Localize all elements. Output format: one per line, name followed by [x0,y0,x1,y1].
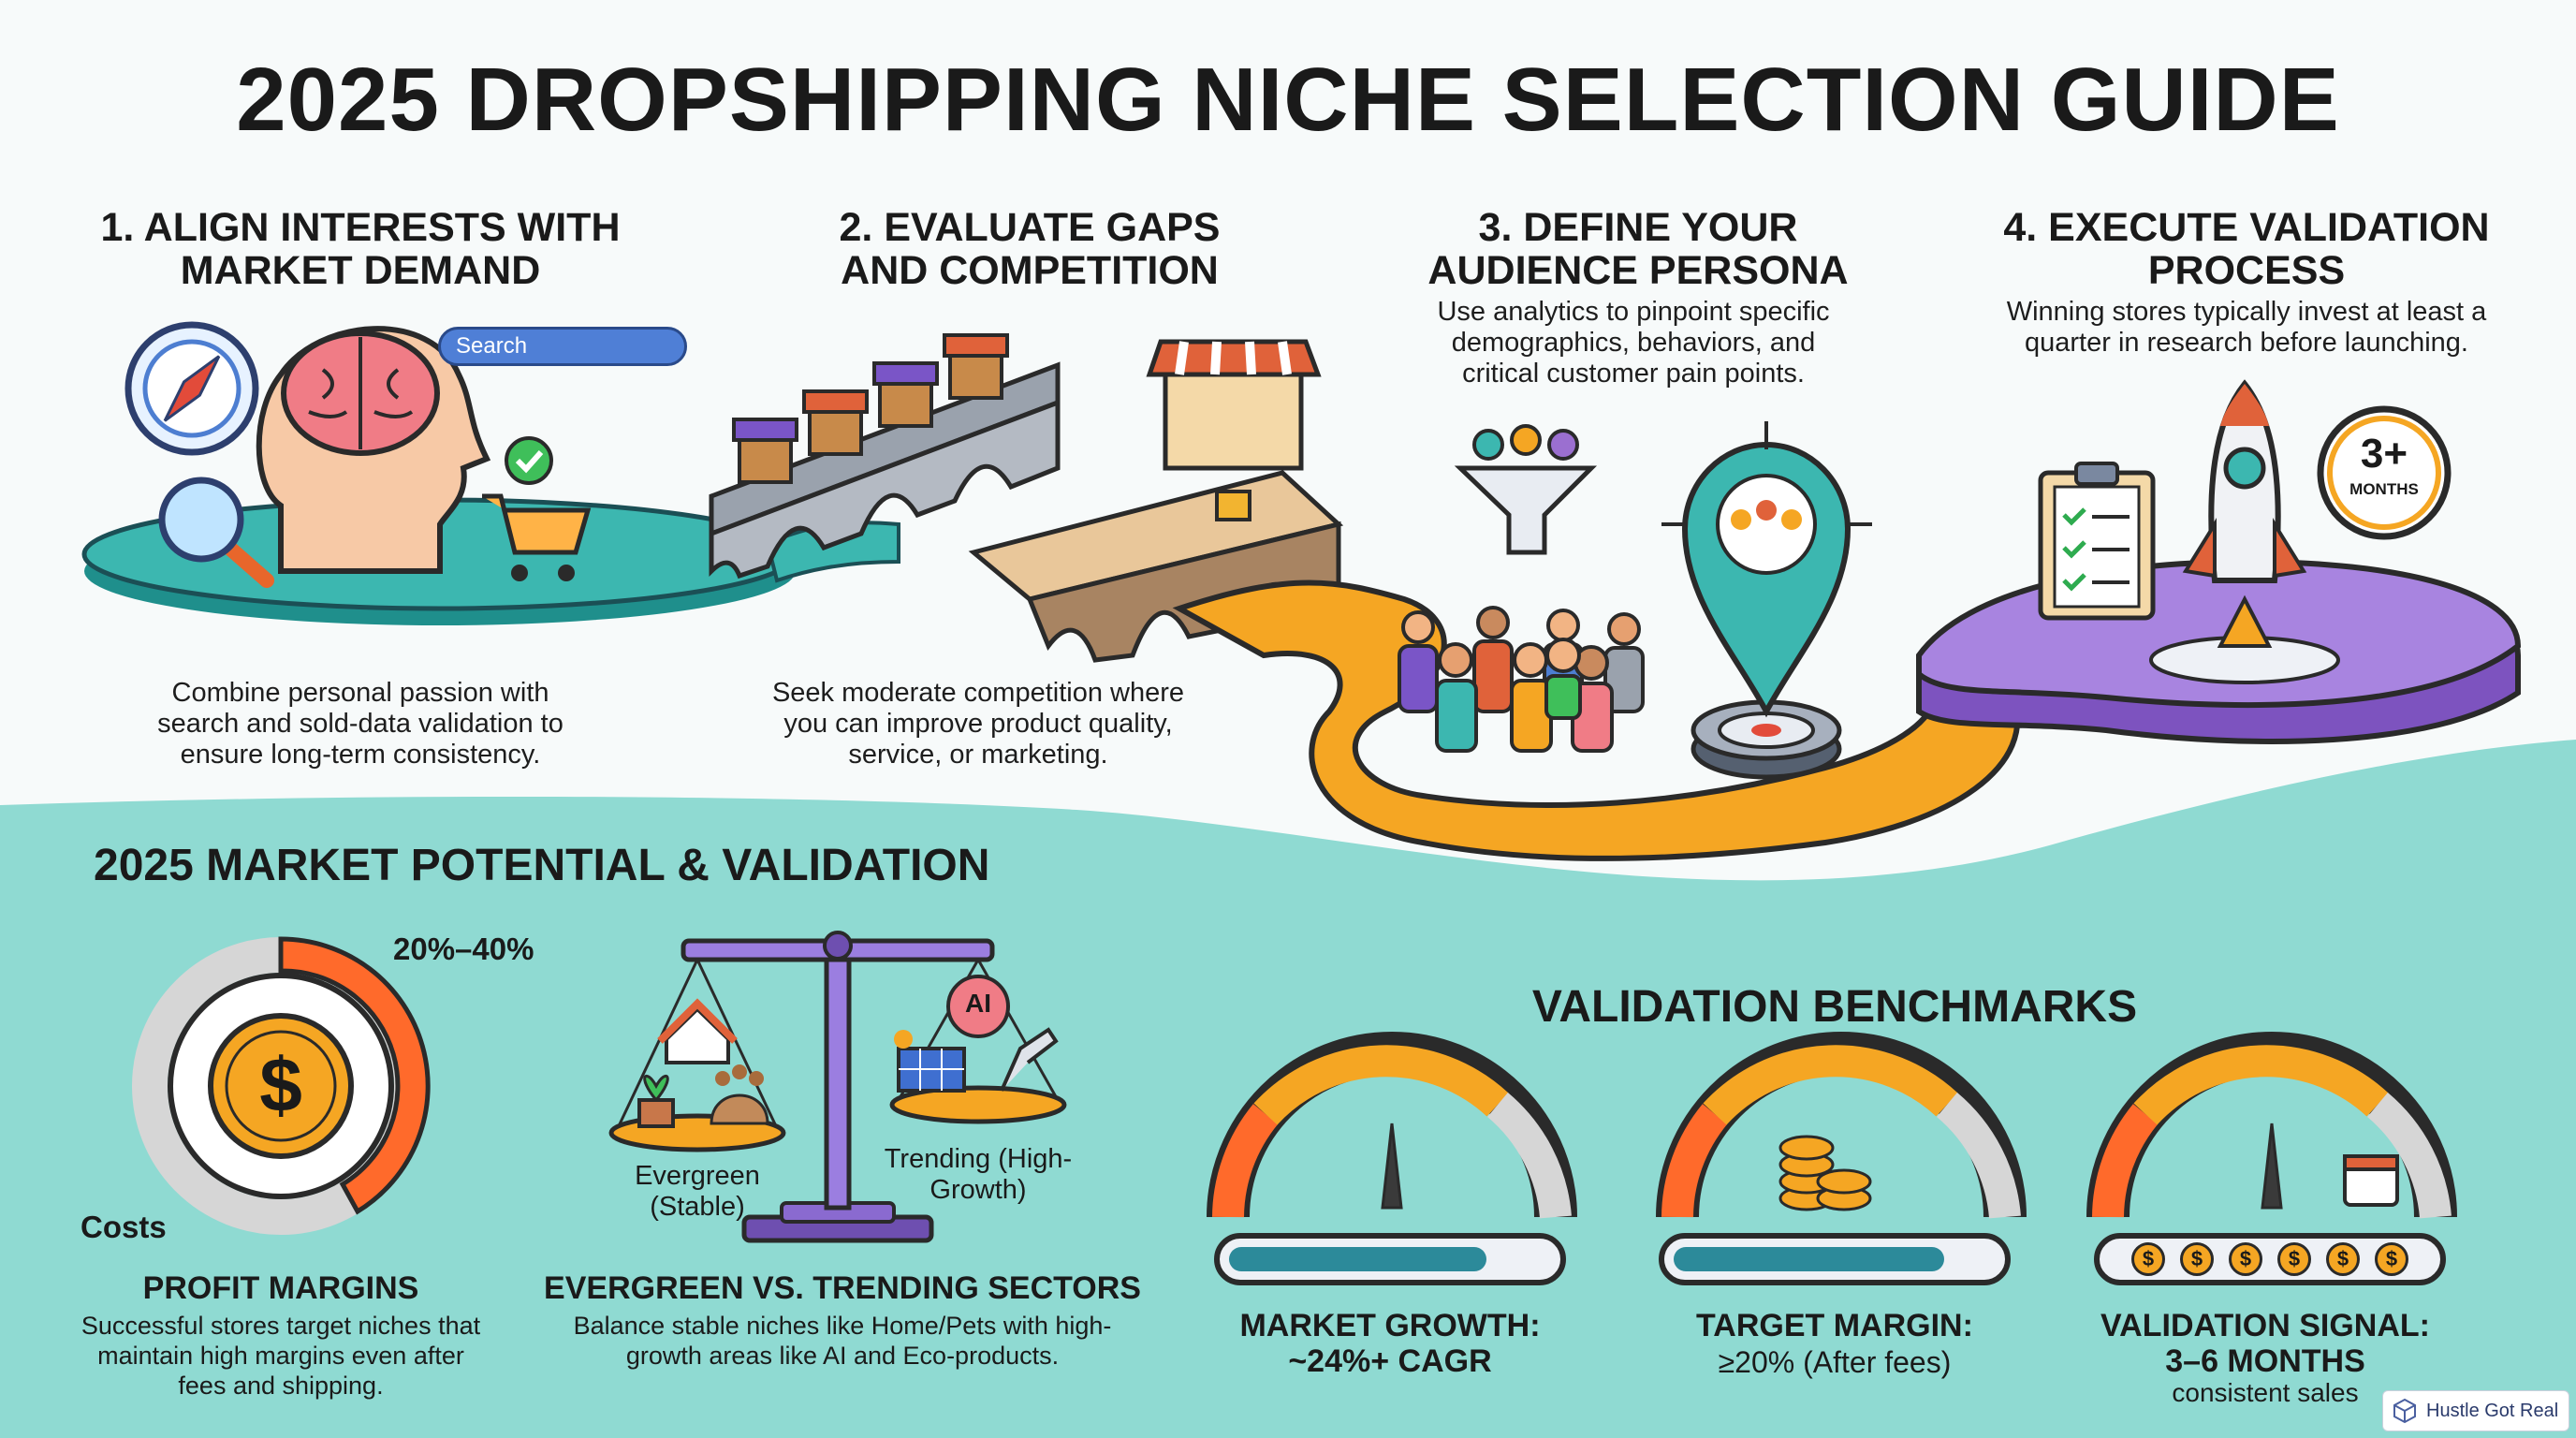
step2-description: Seek moderate competition where you can … [771,678,1185,770]
validation-signal-value: 3–6 MONTHS [2165,1343,2365,1379]
market-stall-icon [732,418,798,484]
validation-signal-note: consistent sales [2172,1378,2359,1407]
coin-icon: $ [2277,1242,2311,1276]
balance-scale-icon [608,931,1067,1243]
coin-icon: $ [2326,1242,2360,1276]
market-growth-label: MARKET GROWTH: [1239,1308,1541,1343]
dollar-coin-icon: $ [259,1043,302,1128]
donut-range-label: 20%–40% [393,932,534,966]
house-icon [657,998,738,1064]
calendar-icon [2343,1154,2399,1207]
progress-bar-fill [1229,1247,1486,1271]
brain-head-icon [256,326,491,574]
step3-heading: 3. DEFINE YOUR AUDIENCE PERSONA [1427,205,1849,293]
watermark-text: Hustle Got Real [2426,1400,2559,1421]
coin-icon: $ [2180,1242,2214,1276]
page-title: 2025 DROPSHIPPING NICHE SELECTION GUIDE [236,50,2340,150]
checklist-clipboard-icon [2038,462,2156,621]
coin-stack-icon [1778,1135,1872,1211]
validation-signal-label: VALIDATION SIGNAL: [2100,1308,2430,1343]
cube-logo-icon [2393,1398,2416,1424]
target-pin-icon [1661,421,1872,780]
donut-costs-label: Costs [80,1210,167,1244]
trending-label: Trending (High-Growth) [884,1144,1073,1205]
search-bar: Search [438,327,687,366]
paw-icon [710,1064,769,1125]
sectors-title: EVERGREEN VS. TRENDING SECTORS [544,1270,1141,1306]
gauge-target-margin [1656,1032,2027,1285]
market-stall-icon [943,333,1009,400]
step1-description: Combine personal passion with search and… [157,678,564,770]
crowd-icon [1398,606,1645,753]
step2-heading: 2. EVALUATE GAPS AND COMPETITION [839,205,1221,293]
ai-brain-icon [946,975,1010,1038]
market-bridge [709,333,1061,580]
step1-heading: 1. ALIGN INTERESTS WITH MARKET DEMAND [100,205,621,293]
target-margin-value: ≥20% (After fees) [1718,1345,1952,1379]
market-section-heading: 2025 MARKET POTENTIAL & VALIDATION [94,841,990,890]
profit-margins-description: Successful stores target niches that mai… [80,1312,481,1400]
market-stall-icon [802,389,869,456]
coin-icon: $ [2131,1242,2165,1276]
funnel-icon [1454,424,1598,555]
gauge-market-growth [1207,1032,1577,1285]
storefront-stall-icon [1146,339,1322,521]
step3-description: Use analytics to pinpoint specific demog… [1437,297,1830,389]
clock-months-icon [2317,405,2452,540]
step4-heading: 4. EXECUTE VALIDATION PROCESS [2003,205,2490,293]
magnifier-icon [158,477,274,588]
ai-badge-label: AI [965,989,991,1018]
donut-margin-segment [278,936,431,1215]
sectors-description: Balance stable niches like Home/Pets wit… [573,1312,1112,1370]
target-margin-label: TARGET MARGIN: [1696,1308,1973,1343]
market-stall-icon [872,361,939,428]
coin-icon: $ [2229,1242,2262,1276]
progress-bar-fill [1674,1247,1944,1271]
solar-panel-icon [894,1030,966,1093]
wind-turbine-icon [1000,1027,1059,1092]
months-badge-value: 3+ [2360,431,2408,477]
evergreen-label: Evergreen (Stable) [635,1161,760,1222]
profit-donut-chart [132,936,431,1235]
benchmarks-heading: VALIDATION BENCHMARKS [1531,982,2138,1032]
months-badge-unit: MONTHS [2349,480,2419,498]
coin-icon: $ [2375,1242,2408,1276]
plant-icon [637,1074,675,1128]
watermark-badge: Hustle Got Real [2382,1390,2569,1431]
shopping-cart-icon [482,436,592,581]
profit-margins-title: PROFIT MARGINS [142,1270,419,1306]
rocket-icon [2149,379,2340,684]
coin-row: $ $ $ $ $ $ [2111,1242,2429,1276]
market-growth-value: ~24%+ CAGR [1288,1343,1492,1379]
compass-icon [124,321,259,456]
step4-description: Winning stores typically invest at least… [2006,297,2487,358]
